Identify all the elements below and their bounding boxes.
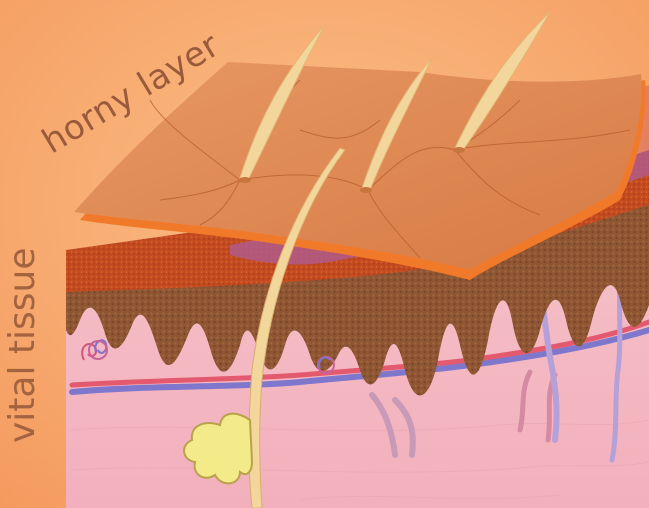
vital-tissue-label: vital tissue	[2, 247, 43, 443]
